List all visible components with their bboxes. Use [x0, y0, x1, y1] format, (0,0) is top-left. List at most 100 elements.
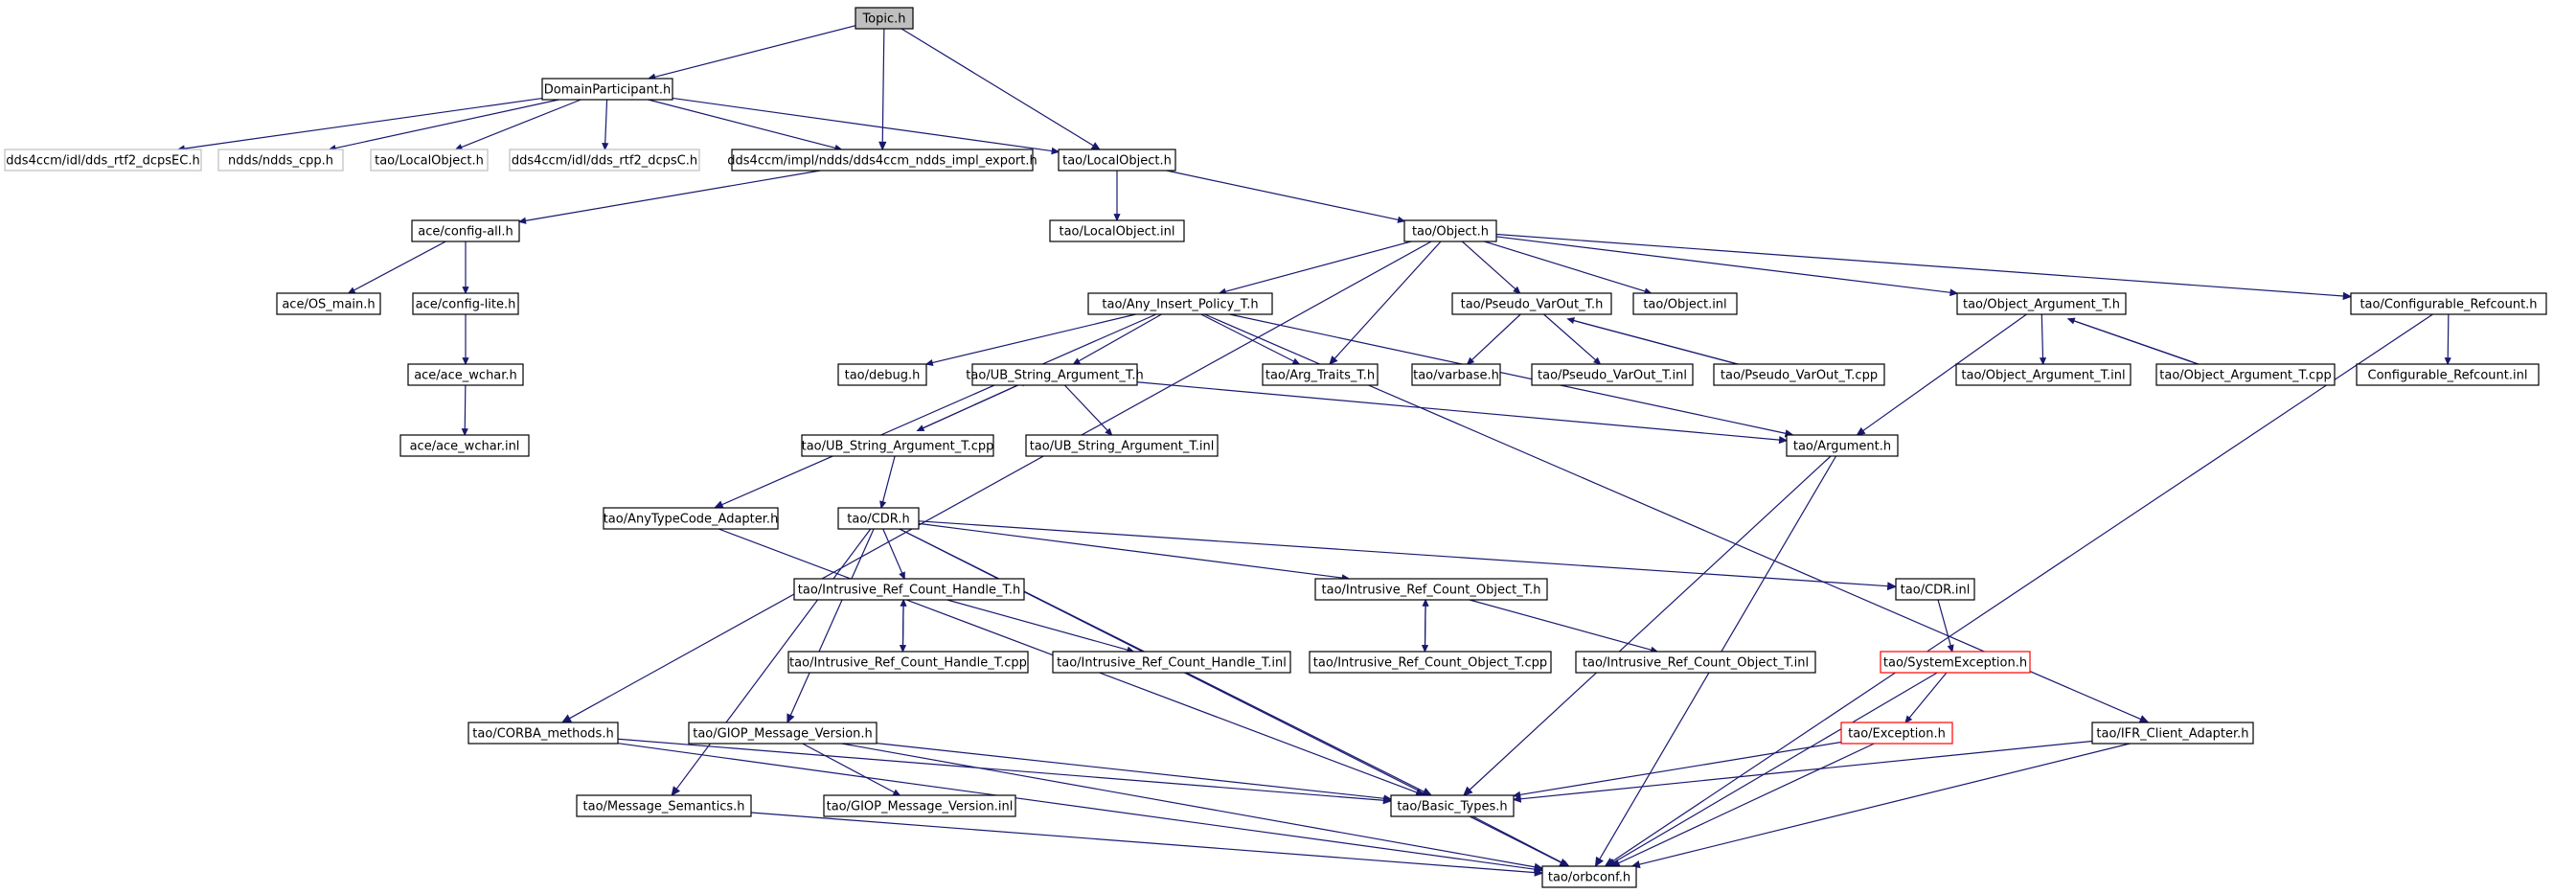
node-tao-intrusive-ref-count-handle-t-inl[interactable]: tao/Intrusive_Ref_Count_Handle_T.inl	[1052, 651, 1291, 674]
node-box	[412, 292, 519, 315]
node-tao-object-argument-t-cpp[interactable]: tao/Object_Argument_T.cpp	[2155, 363, 2336, 386]
node-tao-pseudo-varout-t-inl[interactable]: tao/Pseudo_VarOut_T.inl	[1531, 363, 1694, 386]
node-box	[801, 434, 994, 457]
node-box	[1541, 865, 1637, 888]
node-dds4ccm-idl-dds-rtf2-dcpsc-h[interactable]: dds4ccm/idl/dds_rtf2_dcpsC.h	[509, 149, 700, 172]
node-dds4ccm-impl-ndds-export-h[interactable]: dds4ccm/impl/ndds/dds4ccm_ndds_impl_expo…	[727, 149, 1037, 172]
node-tao-localobject-h[interactable]: tao/LocalObject.h	[1058, 149, 1176, 172]
node-ace-config-all-h[interactable]: ace/config-all.h	[411, 219, 520, 242]
node-label: tao/GIOP_Message_Version.h	[693, 727, 873, 742]
node-label: tao/UB_String_Argument_T.inl	[1030, 440, 1215, 454]
node-tao-pseudo-varout-t-h[interactable]: tao/Pseudo_VarOut_T.h	[1451, 292, 1612, 315]
edge-topic_h-to-dds4ccm_impl_ndds_export_h	[881, 28, 885, 143]
node-box	[1314, 578, 1548, 601]
node-tao-object-h[interactable]: tao/Object.h	[1403, 219, 1497, 242]
edge-tao_object_h-to-tao_pseudo_varout_t_h	[1461, 241, 1516, 290]
node-ace-config-lite-h[interactable]: ace/config-lite.h	[412, 292, 519, 315]
node-label: tao/Object_Argument_T.cpp	[2159, 369, 2331, 383]
node-tao-message-semantics-h[interactable]: tao/Message_Semantics.h	[576, 794, 752, 817]
node-ndds-ndds-cpp-h[interactable]: ndds/ndds_cpp.h	[217, 149, 344, 172]
node-label: tao/Object.inl	[1643, 298, 1726, 312]
edge-tao_object_h-to-tao_configurable_refcount_h	[1495, 233, 2344, 297]
node-tao-localobject-inl[interactable]: tao/LocalObject.inl	[1049, 219, 1185, 242]
edge-tao_intrusive_ref_count_handle_t_h-to-tao_intrusive_ref_count_handle_t_inl	[946, 599, 1128, 651]
arrowhead-icon	[462, 357, 469, 366]
node-tao-ifr-client-adapter-h[interactable]: tao/IFR_Client_Adapter.h	[2091, 722, 2254, 745]
node-tao-giop-message-version-inl[interactable]: tao/GIOP_Message_Version.inl	[823, 794, 1016, 817]
node-label: ace/ace_wchar.h	[414, 369, 517, 383]
node-ace-ace-wchar-inl[interactable]: ace/ace_wchar.inl	[399, 434, 530, 457]
arrowhead-icon	[2444, 357, 2451, 366]
node-tao-anytypecode-adapter-h[interactable]: tao/AnyTypeCode_Adapter.h	[603, 507, 779, 530]
node-tao-intrusive-ref-count-handle-t-cpp[interactable]: tao/Intrusive_Ref_Count_Handle_T.cpp	[787, 651, 1029, 674]
arrowhead-icon	[1512, 794, 1522, 803]
node-tao-debug-h[interactable]: tao/debug.h	[837, 363, 927, 386]
arrowhead-icon	[602, 143, 609, 151]
node-tao-object-argument-t-h[interactable]: tao/Object_Argument_T.h	[1956, 292, 2127, 315]
node-box	[823, 794, 1016, 817]
edge-tao_corba_methods_h-to-tao_orbconf_h	[617, 743, 1536, 870]
node-tao-intrusive-ref-count-object-t-inl[interactable]: tao/Intrusive_Ref_Count_Object_T.inl	[1575, 651, 1816, 674]
arrowhead-icon	[1463, 786, 1473, 796]
node-box	[1058, 149, 1176, 172]
node-tao-intrusive-ref-count-handle-t-h[interactable]: tao/Intrusive_Ref_Count_Handle_T.h	[793, 578, 1025, 601]
node-tao-pseudo-varout-t-cpp[interactable]: tao/Pseudo_VarOut_T.cpp	[1713, 363, 1885, 386]
arrowhead-icon	[1512, 791, 1521, 799]
node-label: tao/LocalObject.h	[375, 154, 484, 169]
node-tao-cdr-h[interactable]: tao/CDR.h	[837, 507, 920, 530]
node-tao-any-insert-policy-t-h[interactable]: tao/Any_Insert_Policy_T.h	[1087, 292, 1273, 315]
node-dds4ccm-idl-dds-rtf2-dcpsec-h[interactable]: dds4ccm/idl/dds_rtf2_dcpsEC.h	[4, 149, 202, 172]
edge-ace_ace_wchar_h-to-ace_ace_wchar_inl	[464, 384, 467, 429]
node-tao-ub-string-argument-t-inl[interactable]: tao/UB_String_Argument_T.inl	[1025, 434, 1219, 457]
node-tao-localobject-h-gray[interactable]: tao/LocalObject.h	[370, 149, 489, 172]
arrowhead-icon	[2039, 357, 2047, 366]
edge-topic_h-to-domainparticipant_h	[654, 25, 856, 78]
edge-tao_object_h-to-tao_corba_methods_h	[569, 241, 1432, 720]
node-tao-intrusive-ref-count-object-t-h[interactable]: tao/Intrusive_Ref_Count_Object_T.h	[1314, 578, 1548, 601]
node-box	[2350, 292, 2547, 315]
node-tao-basic-types-h[interactable]: tao/Basic_Types.h	[1390, 794, 1515, 817]
node-tao-ub-string-argument-t-h[interactable]: tao/UB_String_Argument_T.h	[966, 363, 1144, 386]
node-tao-systemexception-h[interactable]: tao/SystemException.h	[1880, 651, 2031, 674]
node-box	[1895, 578, 1975, 601]
node-box	[1786, 434, 1899, 457]
node-tao-object-inl[interactable]: tao/Object.inl	[1632, 292, 1738, 315]
arrowhead-icon	[1291, 357, 1301, 365]
node-tao-corba-methods-h[interactable]: tao/CORBA_methods.h	[467, 722, 619, 745]
node-tao-exception-h[interactable]: tao/Exception.h	[1840, 722, 1953, 745]
node-label: tao/CDR.h	[847, 513, 909, 527]
node-label: tao/Configurable_Refcount.h	[2359, 298, 2537, 312]
node-tao-intrusive-ref-count-object-t-cpp[interactable]: tao/Intrusive_Ref_Count_Object_T.cpp	[1309, 651, 1552, 674]
node-ace-ace-wchar-h[interactable]: ace/ace_wchar.h	[407, 363, 524, 386]
edge-tao_object_h-to-tao_arg_traits_t_h	[1334, 241, 1442, 359]
node-label: tao/SystemException.h	[1883, 656, 2027, 671]
node-tao-cdr-inl[interactable]: tao/CDR.inl	[1895, 578, 1975, 601]
edge-tao_systemexception_h-to-tao_orbconf_h	[1613, 672, 1938, 863]
node-domainparticipant-h[interactable]: DomainParticipant.h	[541, 78, 673, 101]
edge-tao_intrusive_ref_count_object_t_h-to-tao_intrusive_ref_count_object_t_inl	[1469, 599, 1653, 651]
edge-tao_giop_message_version_h-to-tao_basic_types_h	[876, 743, 1385, 799]
edge-domainparticipant_h-to-tao_localobject_h_gray	[461, 99, 581, 149]
arrowhead-icon	[879, 500, 887, 510]
node-tao-argument-h[interactable]: tao/Argument.h	[1786, 434, 1899, 457]
node-topic-h[interactable]: Topic.h	[855, 7, 914, 30]
node-ace-os-main-h[interactable]: ace/OS_main.h	[276, 292, 381, 315]
node-tao-configurable-refcount-h[interactable]: tao/Configurable_Refcount.h	[2350, 292, 2547, 315]
node-tao-ub-string-argument-t-cpp[interactable]: tao/UB_String_Argument_T.cpp	[801, 434, 994, 457]
node-tao-giop-message-version-h[interactable]: tao/GIOP_Message_Version.h	[688, 722, 878, 745]
edge-domainparticipant_h-to-dds4ccm_idl_dds_rtf2_dcpsc_h	[604, 99, 608, 144]
edge-tao_object_h-to-tao_object_argument_t_h	[1495, 236, 1951, 293]
node-label: tao/Any_Insert_Policy_T.h	[1102, 298, 1258, 312]
node-tao-orbconf-h[interactable]: tao/orbconf.h	[1541, 865, 1637, 888]
node-tao-arg-traits-t-h[interactable]: tao/Arg_Traits_T.h	[1262, 363, 1379, 386]
edge-tao_cdr_h-to-tao_intrusive_ref_count_object_t_h	[918, 522, 1343, 579]
arrowhead-icon	[786, 713, 795, 724]
node-label: tao/UB_String_Argument_T.h	[966, 369, 1143, 383]
arrowhead-icon	[924, 358, 934, 366]
node-configurable-refcount-inl[interactable]: Configurable_Refcount.inl	[2356, 363, 2540, 386]
edge-tao_ub_string_argument_t_cpp-to-tao_ub_string_argument_t_h	[917, 382, 1023, 431]
node-tao-varbase-h[interactable]: tao/varbase.h	[1411, 363, 1501, 386]
arrowhead-icon	[1947, 644, 1954, 653]
node-tao-object-argument-t-inl[interactable]: tao/Object_Argument_T.inl	[1955, 363, 2131, 386]
